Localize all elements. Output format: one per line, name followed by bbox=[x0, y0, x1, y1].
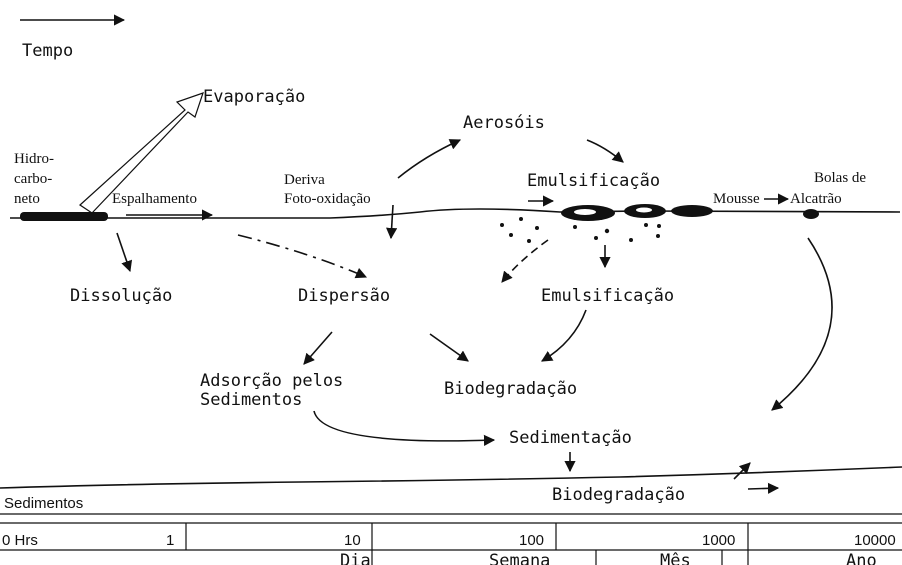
adsorption-label-2: Sedimentos bbox=[200, 390, 302, 410]
emulsion-blob-1-highlight bbox=[574, 209, 596, 215]
timescale-tick-1: 1 bbox=[166, 532, 174, 549]
biodegradation-bottom-label: Biodegradação bbox=[552, 485, 685, 505]
dispersion-biodegradation-arrow bbox=[429, 333, 469, 362]
timescale-tick-1000: 1000 bbox=[702, 532, 735, 549]
dispersion-adsorption-arrow bbox=[303, 331, 333, 365]
spreading-label: Espalhamento bbox=[112, 191, 197, 207]
emulsion-blob-3 bbox=[671, 205, 713, 217]
photo-oxidation-arrow bbox=[386, 204, 398, 240]
hydrocarbon-label-1: Hidro- bbox=[14, 151, 54, 167]
biodegradation-label: Biodegradação bbox=[444, 379, 577, 399]
dispersion-in-arrow bbox=[237, 234, 368, 279]
time-label: Tempo bbox=[22, 41, 73, 61]
emulsification-mid-label: Emulsificação bbox=[541, 286, 674, 306]
emulsification-biodegradation-arrow bbox=[541, 309, 587, 362]
tar-ball bbox=[803, 209, 819, 219]
emulsion-blob-2-highlight bbox=[636, 207, 652, 213]
emulsification-top-label: Emulsificação bbox=[527, 171, 660, 191]
timescale-hours-label: 0 Hrs bbox=[2, 532, 38, 549]
timescale-tick-10: 10 bbox=[344, 532, 361, 549]
biodegradation-up-arrow bbox=[733, 462, 751, 480]
drift-label: Deriva bbox=[284, 172, 325, 188]
timescale-tick-10000: 10000 bbox=[854, 532, 896, 549]
tar-balls-label-2: Alcatrão bbox=[790, 191, 842, 207]
mousse-label: Mousse bbox=[713, 191, 760, 207]
seabed-line bbox=[0, 466, 902, 489]
timescale-unit-month: Mês bbox=[660, 551, 691, 565]
evaporation-arrow bbox=[79, 92, 204, 214]
emulsion-dispersion-arrow bbox=[501, 239, 549, 283]
timescale-unit-year: Ano bbox=[846, 551, 877, 565]
aerosols-out-arrow bbox=[586, 139, 624, 163]
biodegradation-bottom-arrow bbox=[747, 482, 780, 494]
photo-oxidation-label: Foto-oxidação bbox=[284, 191, 371, 207]
aerosols-label: Aerosóis bbox=[463, 113, 545, 133]
hydrocarbon-slick bbox=[20, 212, 108, 221]
dispersion-label: Dispersão bbox=[298, 286, 390, 306]
water-surface-line bbox=[10, 208, 901, 219]
timescale-ticks bbox=[185, 523, 749, 565]
adsorption-label-1: Adsorção pelos bbox=[200, 371, 343, 391]
evaporation-label: Evaporação bbox=[203, 87, 305, 107]
timescale-unit-day: Dia bbox=[340, 551, 371, 565]
tar-balls-sinking-arrow bbox=[771, 237, 833, 411]
dissolution-label: Dissolução bbox=[70, 286, 172, 306]
sedimentation-label: Sedimentação bbox=[509, 428, 632, 448]
timescale-unit-week: Semana bbox=[489, 551, 550, 565]
hydrocarbon-label-2: carbo- bbox=[14, 171, 52, 187]
dissolution-arrow bbox=[116, 232, 133, 273]
timescale-tick-100: 100 bbox=[519, 532, 544, 549]
sediments-label: Sedimentos bbox=[4, 495, 83, 512]
adsorption-sedimentation-arrow bbox=[313, 410, 496, 446]
aerosols-in-arrow bbox=[397, 139, 462, 179]
tar-balls-label-1: Bolas de bbox=[814, 170, 866, 186]
hydrocarbon-label-3: neto bbox=[14, 191, 40, 207]
oil-droplets bbox=[500, 217, 661, 243]
